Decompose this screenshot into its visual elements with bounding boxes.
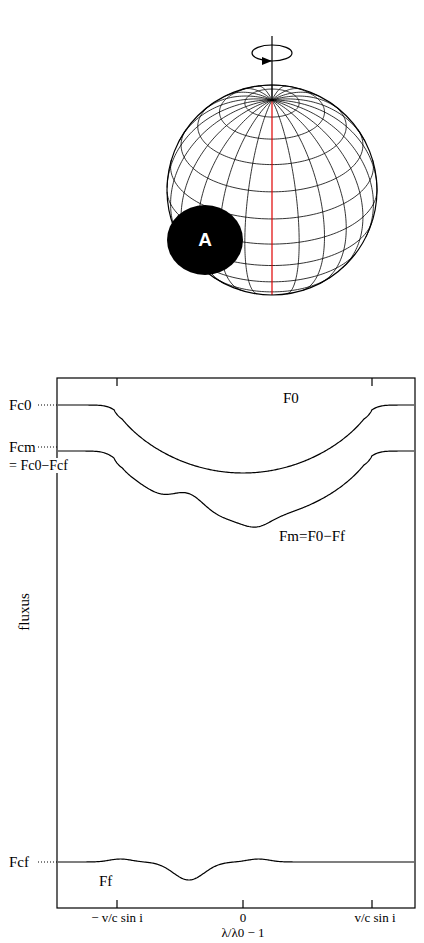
- curve-label: Ff: [98, 873, 113, 889]
- axis-ticks: [117, 378, 372, 908]
- y-axis-label: fluxus: [16, 592, 32, 632]
- longitude-line: [272, 86, 286, 100]
- flux-curves: [58, 405, 414, 880]
- longitude-line: [272, 100, 346, 283]
- longitude-line: [272, 89, 302, 100]
- continuum-label: Fcf: [8, 854, 30, 870]
- curve-label: F0: [282, 390, 300, 406]
- tick-label: − v/c sin i: [90, 911, 144, 925]
- tick-label: 0: [239, 911, 248, 925]
- rotation-arrowhead: [262, 57, 272, 65]
- tick-label: v/c sin i: [353, 911, 396, 925]
- longitude-line: [272, 100, 373, 237]
- rotation-ellipse: [252, 45, 292, 61]
- curve-label: Fm=F0−Ff: [278, 528, 346, 544]
- continuum-label: Fc0: [8, 397, 33, 413]
- longitude-line: [272, 100, 363, 268]
- fm-curve: [58, 451, 414, 527]
- longitude-line: [167, 100, 272, 188]
- longitude-line: [272, 100, 377, 190]
- f0-curve: [58, 405, 414, 473]
- x-axis-label: λ/λ0 − 1: [220, 926, 265, 940]
- longitude-line: [245, 100, 272, 294]
- plot-frame: [57, 378, 415, 908]
- central-meridian: [271, 100, 272, 295]
- dotted-leaders: [38, 405, 57, 862]
- longitude-line: [272, 100, 325, 290]
- spot-label: A: [198, 229, 212, 251]
- star-limb: [167, 85, 377, 295]
- continuum-formula: = Fc0−Fcf: [8, 458, 69, 473]
- continuum-label: Fcm: [8, 439, 37, 455]
- star-sphere: [167, 36, 377, 295]
- star-spot: A: [167, 205, 243, 275]
